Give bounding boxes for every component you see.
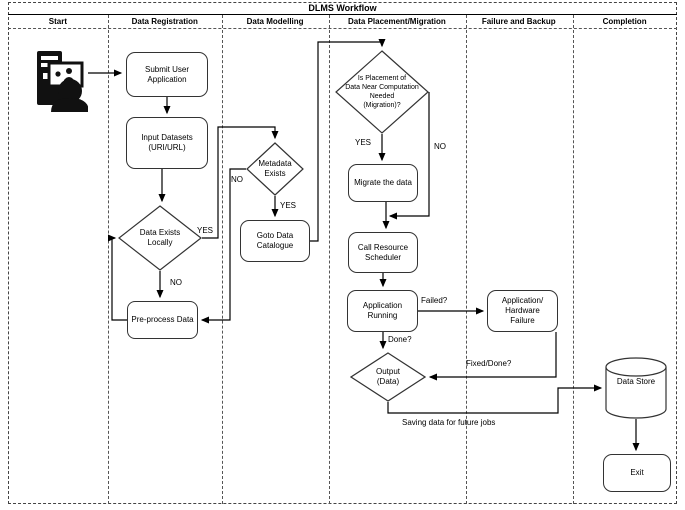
lane-divider xyxy=(466,15,467,504)
node-metadata-exists: Metadata Exists xyxy=(246,142,304,196)
edge-label-yes: YES xyxy=(197,226,214,235)
edge-metadata-no-to-preprocess xyxy=(200,168,246,324)
edge-preprocess-loop-to-dataexists xyxy=(107,234,127,321)
lane-header-row: Start Data Registration Data Modelling D… xyxy=(8,15,677,29)
lane-divider xyxy=(573,15,574,504)
node-label: Data Exists Locally xyxy=(139,228,181,247)
edge-label-fixed-done: Fixed/Done? xyxy=(466,359,512,368)
node-application-running: Application Running xyxy=(347,290,418,332)
lane-divider xyxy=(222,15,223,504)
edge-label-no: NO xyxy=(231,175,243,184)
edge-dataexists-yes-to-metadata xyxy=(202,126,279,239)
edge-placement-no-merge xyxy=(388,92,430,220)
edge-label-saving-data: Saving data for future jobs xyxy=(402,418,496,427)
node-call-resource-scheduler: Call Resource Scheduler xyxy=(348,232,418,273)
node-goto-data-catalogue: Goto Data Catalogue xyxy=(240,220,310,262)
diamond-shape xyxy=(335,50,429,134)
edge-label-yes: YES xyxy=(355,138,372,147)
edge-label-no: NO xyxy=(170,278,182,287)
edge-label-failed: Failed? xyxy=(421,296,448,305)
lane-header-data-placement: Data Placement/Migration xyxy=(348,17,446,26)
node-migrate-the-data: Migrate the data xyxy=(348,164,418,202)
user-at-computer-icon xyxy=(36,50,89,112)
node-label: Is Placement of Data Near Computation Ne… xyxy=(345,74,419,110)
lane-header-data-registration: Data Registration xyxy=(131,17,198,26)
edge-label-yes: YES xyxy=(280,201,297,210)
diamond-shape xyxy=(246,142,304,196)
edge-label-no: NO xyxy=(434,142,446,151)
node-input-datasets: Input Datasets (URI/URL) xyxy=(126,117,208,169)
node-placement-decision: Is Placement of Data Near Computation Ne… xyxy=(335,50,429,134)
database-cylinder-icon xyxy=(605,357,667,419)
node-preprocess-data: Pre-process Data xyxy=(127,301,198,339)
diamond-shape xyxy=(118,205,202,271)
node-output-data: Output (Data) xyxy=(350,352,426,402)
node-data-exists-locally: Data Exists Locally xyxy=(118,205,202,271)
edge-catalogue-to-placement xyxy=(310,38,386,242)
node-exit: Exit xyxy=(603,454,671,492)
node-label: Metadata Exists xyxy=(258,159,292,178)
node-data-store: Data Store xyxy=(605,357,667,419)
edge-label-done: Done? xyxy=(388,335,412,344)
diamond-shape xyxy=(350,352,426,402)
lane-divider xyxy=(329,15,330,504)
edge-output-saving-to-datastore xyxy=(387,384,603,414)
edge-failure-fixed-to-output xyxy=(428,332,557,381)
lane-divider xyxy=(108,15,109,504)
node-label: Data Store xyxy=(616,377,656,386)
node-label: Output (Data) xyxy=(375,367,400,386)
node-submit-user-application: Submit User Application xyxy=(126,52,208,97)
lane-header-failure-backup: Failure and Backup xyxy=(481,17,556,26)
node-application-hardware-failure: Application/ Hardware Failure xyxy=(487,290,558,332)
lane-header-data-modelling: Data Modelling xyxy=(246,17,304,26)
diagram-title: DLMS Workflow xyxy=(8,2,677,15)
lane-header-completion: Completion xyxy=(602,17,647,26)
lane-header-start: Start xyxy=(48,17,68,26)
